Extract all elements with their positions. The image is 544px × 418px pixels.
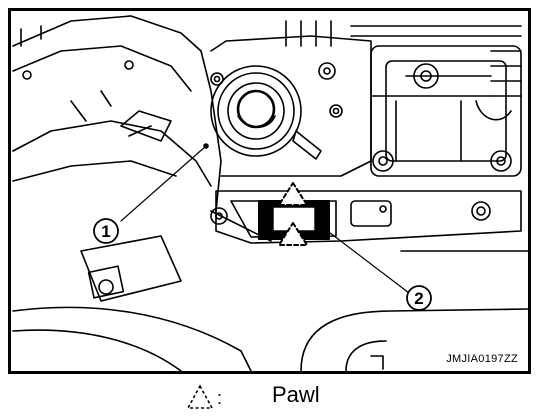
lower-left-bracket: [12, 210, 272, 371]
callout-1-number: 1: [101, 222, 110, 241]
clip-mounting-bracket: [210, 190, 522, 244]
pawl-lower-marker: [278, 222, 308, 246]
left-side-panel: [12, 15, 222, 212]
callout-1: 1: [93, 218, 119, 244]
callout-2: 2: [406, 285, 432, 311]
figure-code: JMJIA0197ZZ: [446, 353, 518, 365]
pawl-upper-marker: [278, 182, 308, 206]
legend-separator: :: [217, 388, 222, 408]
callout-2-leader: [320, 225, 410, 294]
diagram-frame: 1 2 JMJIA0197ZZ: [8, 8, 531, 374]
lower-right-console: [300, 250, 528, 371]
legend-label: Pawl: [272, 382, 320, 407]
callout-1-leader-dot: [203, 143, 209, 149]
pawl-dashed-triangle-icon: :: [186, 384, 222, 409]
legend: : Pawl: [0, 378, 544, 418]
instrument-panel-drawing: 1 2: [12, 15, 528, 371]
callout-1-leader: [120, 145, 207, 222]
speaker-assembly: [210, 62, 343, 160]
center-mechanism: [210, 20, 522, 177]
callout-2-number: 2: [414, 289, 423, 308]
